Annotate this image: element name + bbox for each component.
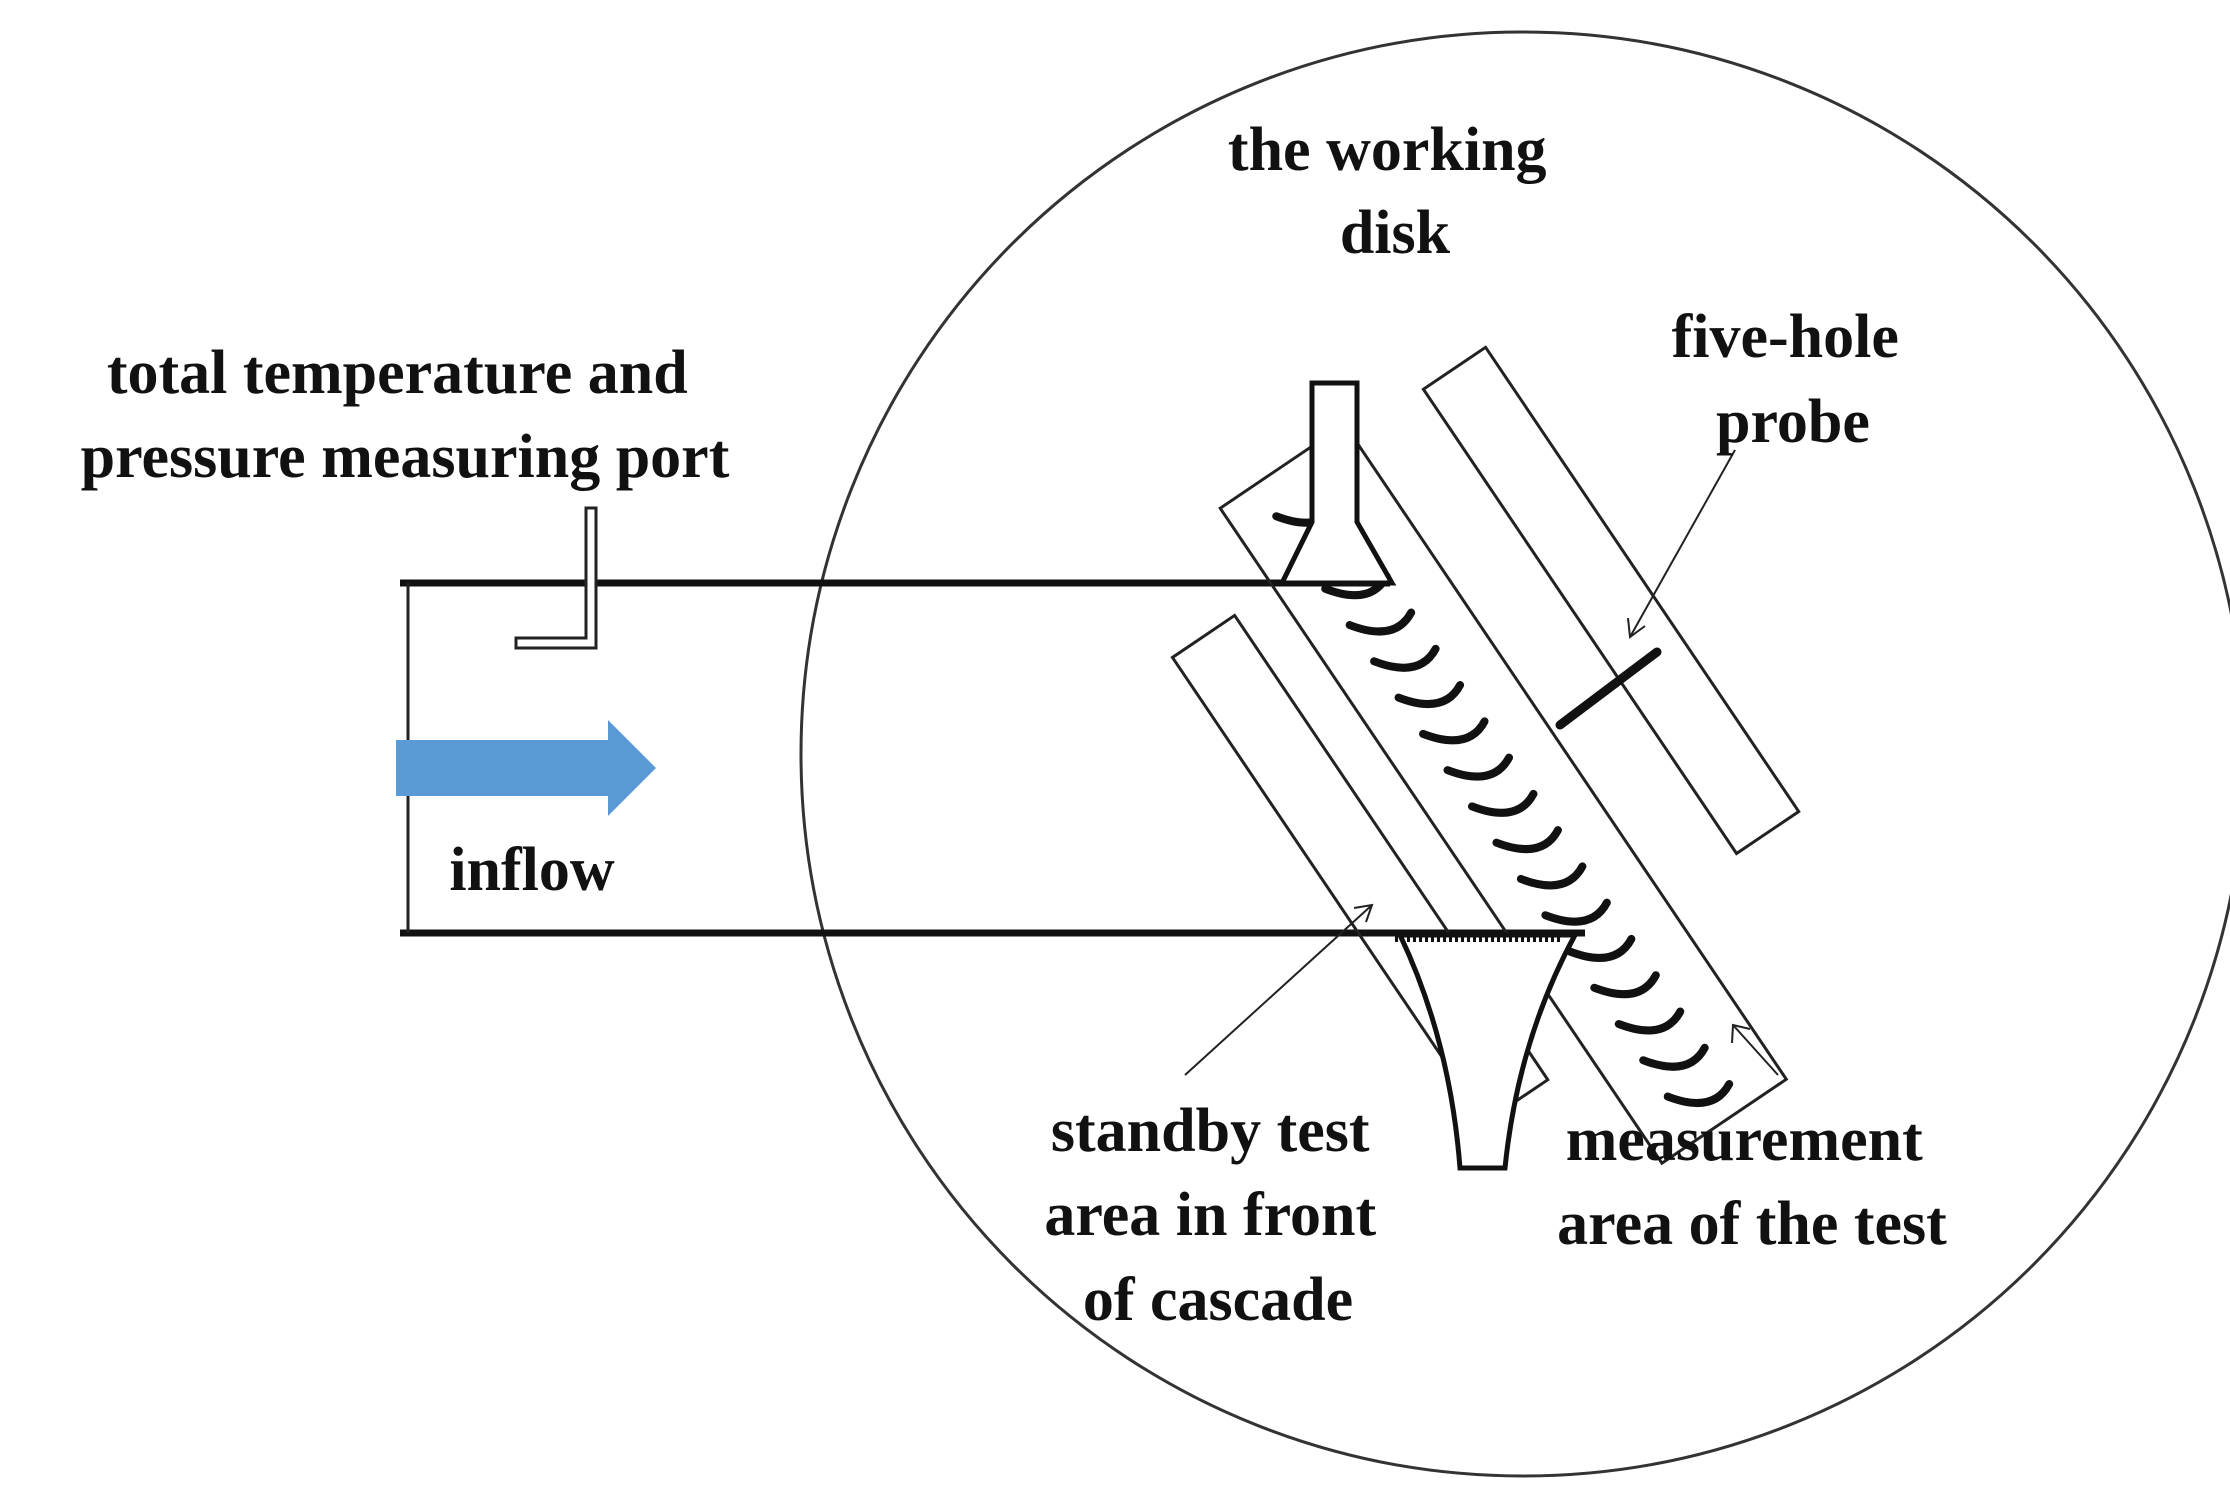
five-hole-probe-rod: [1555, 647, 1662, 730]
cascade-blade: [1516, 862, 1587, 890]
probe-leader-arrowhead: [1627, 617, 1646, 639]
cascade-blades: [1272, 499, 1734, 1107]
cascade-blade: [1419, 717, 1489, 745]
cascade-blade: [1467, 789, 1538, 817]
cascade-blade: [1370, 644, 1440, 672]
label-working-disk-line1: the working: [1228, 116, 1547, 184]
cascade-blade: [1639, 1043, 1709, 1071]
cascade-blade: [1614, 1007, 1685, 1035]
standby-leader-line: [1184, 904, 1373, 1076]
disk-boundary-circle: [799, 30, 2230, 1478]
cascade-panel-rect: [1218, 422, 1789, 1166]
measuring-port-tube: [514, 506, 598, 650]
working-disk-upper-fixture: [1277, 380, 1397, 586]
inflow-arrow-icon: [396, 720, 656, 816]
label-measurement-area: measurement area of the test: [1557, 1106, 1947, 1258]
cascade-blade: [1565, 934, 1636, 962]
cascade-blade: [1345, 608, 1416, 636]
cascade-blade: [1492, 826, 1562, 854]
measurement-area-rect: [1421, 345, 1801, 856]
cascade-blade: [1541, 898, 1611, 926]
label-standby-line1: standby test: [1051, 1097, 1370, 1165]
label-inflow: inflow: [449, 836, 615, 904]
leader-lines: [1184, 449, 1779, 1076]
label-standby-line3: of cascade: [1083, 1266, 1353, 1334]
label-measurement-line1: measurement: [1566, 1106, 1923, 1174]
label-five-hole-probe-line2: probe: [1716, 388, 1870, 456]
probe-leader-line: [1629, 449, 1736, 638]
label-working-disk: the working disk: [1228, 116, 1562, 267]
measurement-leader-line: [1732, 1024, 1779, 1076]
label-working-disk-line2: disk: [1340, 199, 1451, 267]
measurement-leader-arrowhead: [1731, 1023, 1751, 1044]
label-five-hole-probe: five-hole probe: [1672, 303, 1915, 456]
working-disk-lower-fixture: [1396, 932, 1580, 1171]
label-measuring-port-line1: total temperature and: [107, 339, 688, 407]
label-measuring-port: total temperature and pressure measuring…: [81, 339, 730, 491]
label-measurement-line2: area of the test: [1557, 1190, 1947, 1258]
label-five-hole-probe-line1: five-hole: [1672, 303, 1899, 371]
cascade-blade: [1443, 753, 1514, 781]
cascade-blade: [1394, 681, 1465, 708]
cascade-blade: [1663, 1080, 1734, 1107]
label-standby-test-area: standby test area in front of cascade: [1044, 1097, 1391, 1334]
cascade-blade: [1590, 971, 1660, 999]
label-measuring-port-line2: pressure measuring port: [81, 423, 730, 491]
standby-leader-arrowhead: [1353, 903, 1374, 923]
label-standby-line2: area in front: [1044, 1181, 1376, 1249]
cascade-assembly: [1170, 345, 1801, 1166]
